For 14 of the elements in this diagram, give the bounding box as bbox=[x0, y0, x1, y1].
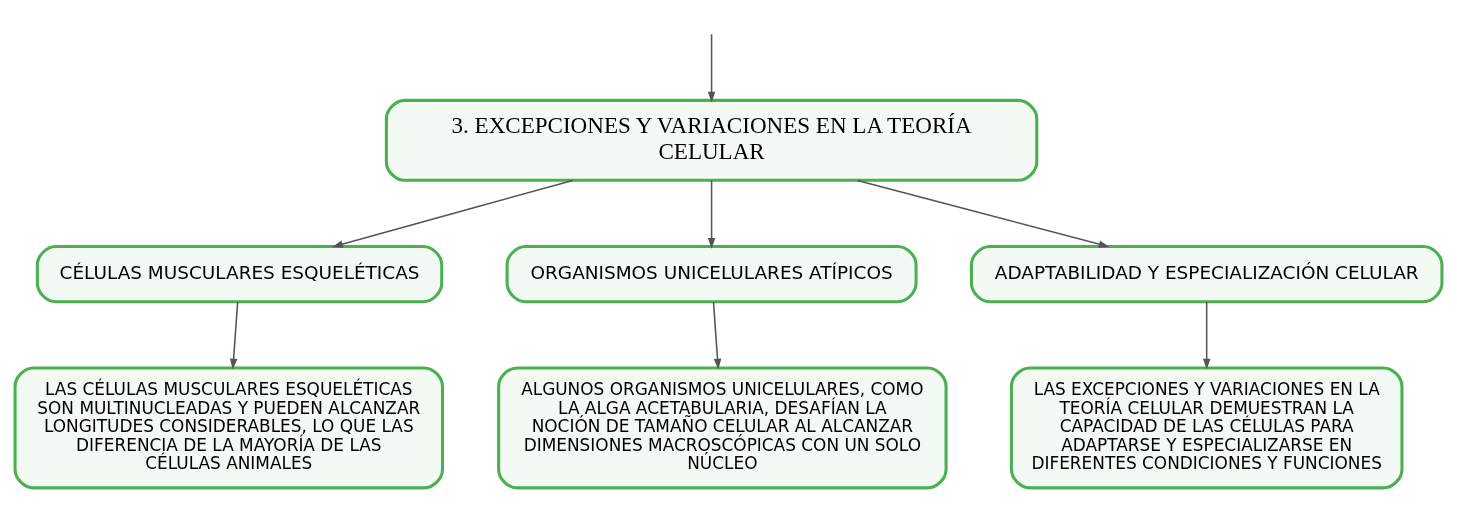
arrow bbox=[707, 179, 716, 249]
node-box: ALGUNOS ORGANISMOS UNICELULARES, COMO LA ALGA ACETABULARIA, DESAFÍAN LA NOCIÓN DE TAMAÑO CELULAR AL ALCANZAR DIMENSIONES MACROSCÓPICAS CON UN SOLO NÚCLEO bbox=[497, 366, 948, 490]
node-box: 3. EXCEPCIONES Y VARIACIONES EN LA TEORÍA CELULAR bbox=[384, 98, 1039, 182]
arrow bbox=[1202, 301, 1211, 370]
arrow bbox=[856, 179, 1110, 248]
node-box: LAS EXCEPCIONES Y VARIACIONES EN LA TEORÍA CELULAR DEMUESTRAN LA CAPACIDAD DE LAS CÉLULAS PARA ADAPTARSE Y ESPECIALIZARSE EN DIFERENTES CONDICIONES Y FUNCIONES bbox=[1009, 366, 1404, 490]
arrow bbox=[707, 33, 716, 103]
arrow bbox=[712, 301, 722, 370]
node-box: ADAPTABILIDAD Y ESPECIALIZACIÓN CELULAR bbox=[969, 244, 1444, 304]
arrow bbox=[332, 179, 574, 248]
node-box: CÉLULAS MUSCULARES ESQUELÉTICAS bbox=[35, 244, 444, 304]
node-box: LAS CÉLULAS MUSCULARES ESQUELÉTICAS SON MULTINUCLEADAS Y PUEDEN ALCANZAR LONGITUDES CONSIDERABLES, LO QUE LAS DIFERENCIA DE LA MAYORÍA DE LAS CÉLULAS ANIMALES bbox=[13, 366, 445, 490]
node-box: ORGANISMOS UNICELULARES ATÍPICOS bbox=[505, 244, 918, 304]
arrow bbox=[229, 301, 239, 370]
